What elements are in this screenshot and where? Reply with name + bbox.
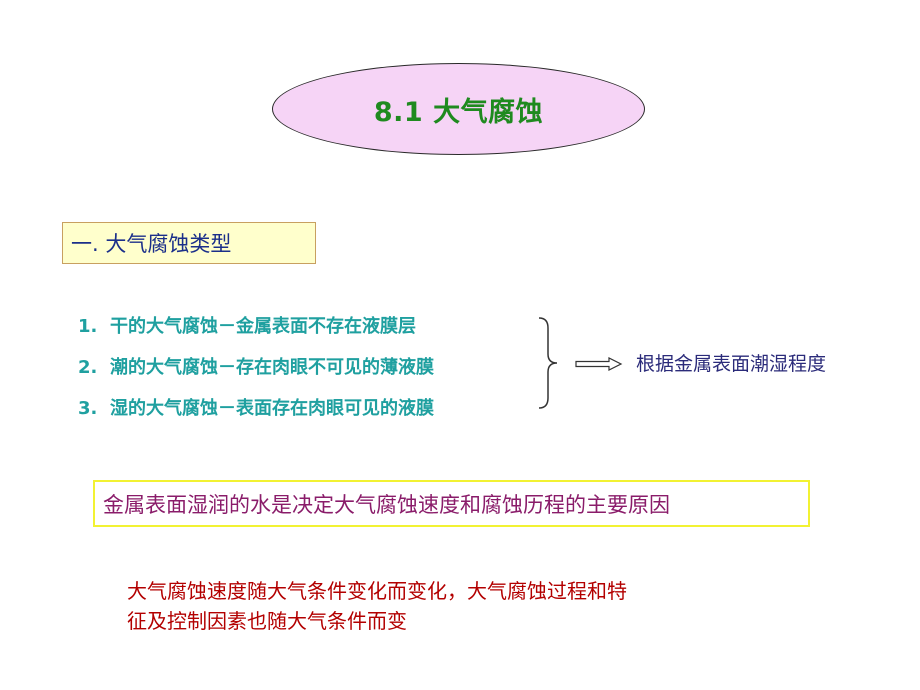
- key-point-box: 金属表面湿润的水是决定大气腐蚀速度和腐蚀历程的主要原因: [93, 480, 810, 527]
- list-item-text: 湿的大气腐蚀－表面存在肉眼可见的液膜: [110, 398, 434, 419]
- note-line: 大气腐蚀速度随大气条件变化而变化，大气腐蚀过程和特: [127, 579, 627, 603]
- list-item: 3. 湿的大气腐蚀－表面存在肉眼可见的液膜: [78, 395, 434, 422]
- slide-title: 8.1 大气腐蚀: [373, 96, 544, 128]
- section-heading: 一. 大气腐蚀类型: [71, 232, 232, 256]
- note-line: 征及控制因素也随大气条件而变: [127, 609, 407, 633]
- list-item-number: 2.: [78, 357, 98, 378]
- list-item-number: 3.: [78, 398, 98, 419]
- right-arrow-icon: [575, 357, 623, 371]
- list-item: 1. 干的大气腐蚀－金属表面不存在液膜层: [78, 313, 434, 340]
- key-point-text: 金属表面湿润的水是决定大气腐蚀速度和腐蚀历程的主要原因: [103, 492, 670, 517]
- right-brace-icon: [538, 317, 558, 409]
- note-paragraph: 大气腐蚀速度随大气条件变化而变化，大气腐蚀过程和特 征及控制因素也随大气条件而变: [127, 576, 807, 636]
- list-item-number: 1.: [78, 316, 98, 337]
- list-item: 2. 潮的大气腐蚀－存在肉眼不可见的薄液膜: [78, 354, 434, 381]
- list-item-text: 潮的大气腐蚀－存在肉眼不可见的薄液膜: [110, 357, 434, 378]
- classification-basis: 根据金属表面潮湿程度: [636, 353, 827, 375]
- section-heading-box: 一. 大气腐蚀类型: [62, 222, 316, 264]
- list-item-text: 干的大气腐蚀－金属表面不存在液膜层: [110, 316, 416, 337]
- corrosion-type-list: 1. 干的大气腐蚀－金属表面不存在液膜层 2. 潮的大气腐蚀－存在肉眼不可见的薄液膜…: [78, 313, 434, 436]
- title-ellipse: 8.1 大气腐蚀: [272, 63, 645, 155]
